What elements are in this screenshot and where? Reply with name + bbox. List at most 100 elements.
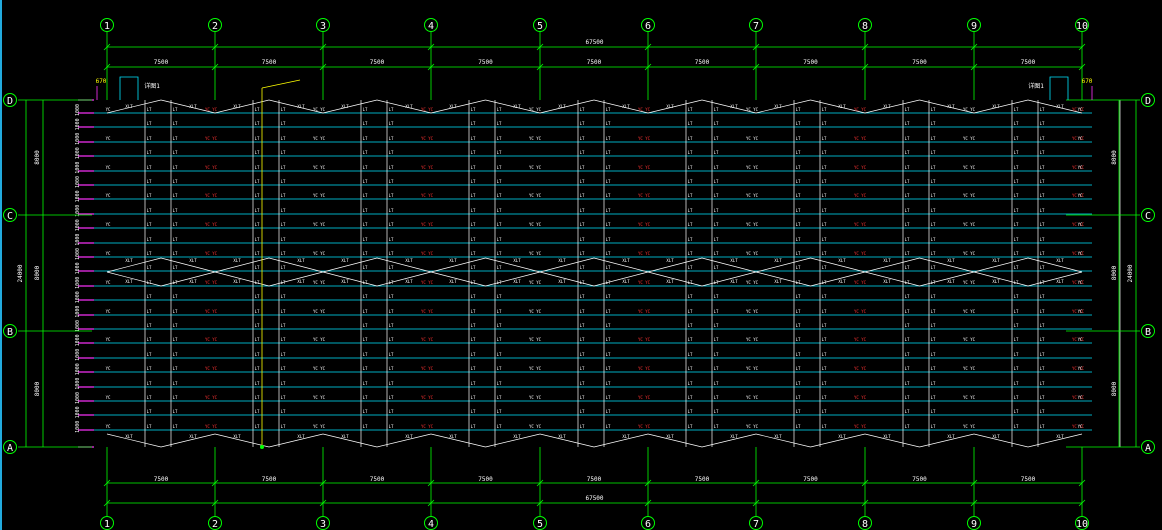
tie-label: LT bbox=[905, 323, 910, 328]
tie-label: LT bbox=[281, 179, 286, 184]
row-axis-bubble bbox=[1141, 208, 1155, 222]
brace-diagonal bbox=[701, 433, 757, 448]
tie-label: LT bbox=[714, 352, 719, 357]
brace-diagonal bbox=[593, 99, 649, 114]
tie-label: LT bbox=[688, 222, 693, 227]
rod-label: YC YC bbox=[746, 366, 759, 371]
tie-label: LT bbox=[255, 165, 260, 170]
brace-diagonal bbox=[322, 271, 378, 287]
brace-label: XLT bbox=[125, 258, 133, 263]
tie-label: LT bbox=[931, 381, 936, 386]
gutter-label: YC bbox=[1078, 136, 1083, 141]
tie-label: LT bbox=[389, 280, 394, 285]
brace-diagonal bbox=[701, 257, 757, 273]
row-axis-label: B bbox=[7, 327, 13, 338]
brace-diagonal bbox=[810, 99, 866, 114]
rod-label: YC YC bbox=[746, 395, 759, 400]
tie-label: LT bbox=[688, 424, 693, 429]
brace-label: XLT bbox=[774, 279, 782, 284]
dim-row-right: 8000 bbox=[1111, 150, 1118, 165]
dim-tick bbox=[103, 63, 111, 71]
tie-label: LT bbox=[255, 424, 260, 429]
tie-label: LT bbox=[471, 309, 476, 314]
column-axis-label: 4 bbox=[428, 519, 434, 530]
gutter-label: YC bbox=[1078, 395, 1083, 400]
tie-label: LT bbox=[1040, 395, 1045, 400]
brace-label: XLT bbox=[125, 434, 133, 439]
rod-label: YC YC bbox=[421, 280, 434, 285]
row-axis-bubble bbox=[3, 440, 17, 454]
brace-diagonal bbox=[810, 257, 866, 273]
brace-label: XLT bbox=[838, 279, 846, 284]
brace-diagonal bbox=[647, 271, 703, 287]
dim-bay-top: 7500 bbox=[587, 59, 602, 66]
rod-label: YC YC bbox=[529, 395, 542, 400]
tie-label: LT bbox=[255, 179, 260, 184]
tie-label: LT bbox=[1014, 237, 1019, 242]
tie-label: LT bbox=[1040, 352, 1045, 357]
rod-label: YC YC bbox=[854, 193, 867, 198]
rod-label: YC YC bbox=[529, 280, 542, 285]
tie-label: LT bbox=[1040, 179, 1045, 184]
tie-label: LT bbox=[173, 237, 178, 242]
tie-label: LT bbox=[173, 280, 178, 285]
tie-label: LT bbox=[173, 323, 178, 328]
rod-label: YC YC bbox=[313, 280, 326, 285]
tie-label: LT bbox=[796, 165, 801, 170]
tie-label: LT bbox=[714, 424, 719, 429]
tie-label: LT bbox=[714, 222, 719, 227]
rod-label: YC YC bbox=[313, 337, 326, 342]
tie-label: LT bbox=[714, 193, 719, 198]
tie-label: LT bbox=[147, 280, 152, 285]
rod-label: YC YC bbox=[963, 107, 976, 112]
tie-label: LT bbox=[606, 165, 611, 170]
column-axis-label: 8 bbox=[862, 519, 868, 530]
dim-row-left: 8000 bbox=[34, 150, 41, 165]
tie-label: LT bbox=[363, 352, 368, 357]
tie-label: LT bbox=[580, 165, 585, 170]
tie-label: LT bbox=[580, 395, 585, 400]
tie-label: LT bbox=[1014, 150, 1019, 155]
brace-label: XLT bbox=[189, 104, 197, 109]
tie-label: LT bbox=[147, 395, 152, 400]
dim-tick bbox=[644, 43, 652, 51]
tie-label: LT bbox=[1040, 136, 1045, 141]
dim-bay-top: 7500 bbox=[478, 59, 493, 66]
dim-tick bbox=[536, 479, 544, 487]
brace-diagonal bbox=[322, 99, 378, 114]
tie-label: LT bbox=[905, 179, 910, 184]
tie-label: LT bbox=[281, 150, 286, 155]
purlin-spacing-label: 1000 bbox=[75, 406, 81, 418]
tie-label: LT bbox=[1014, 265, 1019, 270]
tie-label: LT bbox=[281, 136, 286, 141]
tie-label: LT bbox=[363, 136, 368, 141]
brace-label: XLT bbox=[992, 104, 1000, 109]
column-axis-bubble bbox=[100, 18, 114, 32]
tie-label: LT bbox=[606, 193, 611, 198]
tie-label: LT bbox=[147, 107, 152, 112]
row-axis-bubble bbox=[1141, 440, 1155, 454]
tie-label: LT bbox=[606, 309, 611, 314]
tie-label: LT bbox=[497, 323, 502, 328]
tie-label: LT bbox=[580, 179, 585, 184]
brace-diagonal bbox=[539, 257, 595, 273]
tie-label: LT bbox=[1014, 352, 1019, 357]
dim-row-left: 8000 bbox=[34, 265, 41, 280]
brace-diagonal bbox=[973, 433, 1029, 448]
tie-label: LT bbox=[497, 208, 502, 213]
brace-label: XLT bbox=[947, 434, 955, 439]
tie-label: LT bbox=[255, 309, 260, 314]
tie-label: LT bbox=[606, 409, 611, 414]
gutter-label: YC bbox=[1078, 251, 1083, 256]
purlin-spacing-label: 1000 bbox=[75, 118, 81, 130]
column-axis-label: 2 bbox=[212, 21, 218, 32]
dim-row-left: 8000 bbox=[34, 381, 41, 396]
tie-label: LT bbox=[931, 237, 936, 242]
tie-label: LT bbox=[580, 121, 585, 126]
purlin-spacing-label: 1000 bbox=[75, 176, 81, 188]
tie-label: LT bbox=[606, 352, 611, 357]
tie-label: LT bbox=[173, 309, 178, 314]
tie-label: LT bbox=[796, 280, 801, 285]
tie-label: LT bbox=[580, 208, 585, 213]
tie-label: LT bbox=[714, 179, 719, 184]
